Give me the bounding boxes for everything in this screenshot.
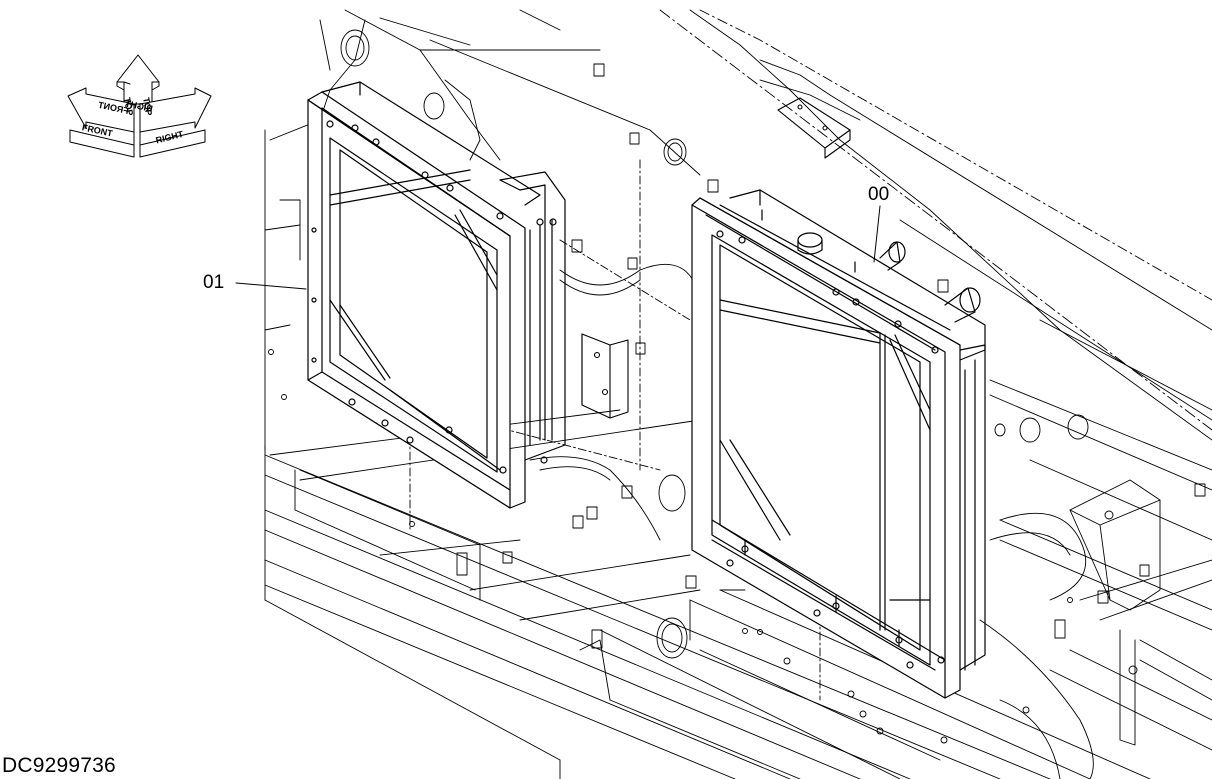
part-00-radiator — [692, 190, 985, 698]
document-id: DC9299736 — [2, 754, 116, 777]
bracket-plate — [582, 334, 628, 418]
top-bracket — [778, 98, 850, 158]
compass-label-top-right: TOP — [141, 97, 154, 117]
leader-01 — [236, 283, 306, 289]
leader-00 — [874, 206, 880, 262]
orientation-compass-icon: FRONT TOP TOP RIGHT FRONT RIGHT — [68, 55, 211, 157]
callout-part-00: 00 — [868, 184, 890, 205]
callout-part-01: 01 — [203, 272, 225, 293]
leader-lines — [236, 206, 880, 289]
part-01-frame-assembly — [308, 82, 565, 508]
mounting-hardware — [269, 30, 1206, 743]
compass-label-top-left: TOP — [122, 97, 135, 117]
